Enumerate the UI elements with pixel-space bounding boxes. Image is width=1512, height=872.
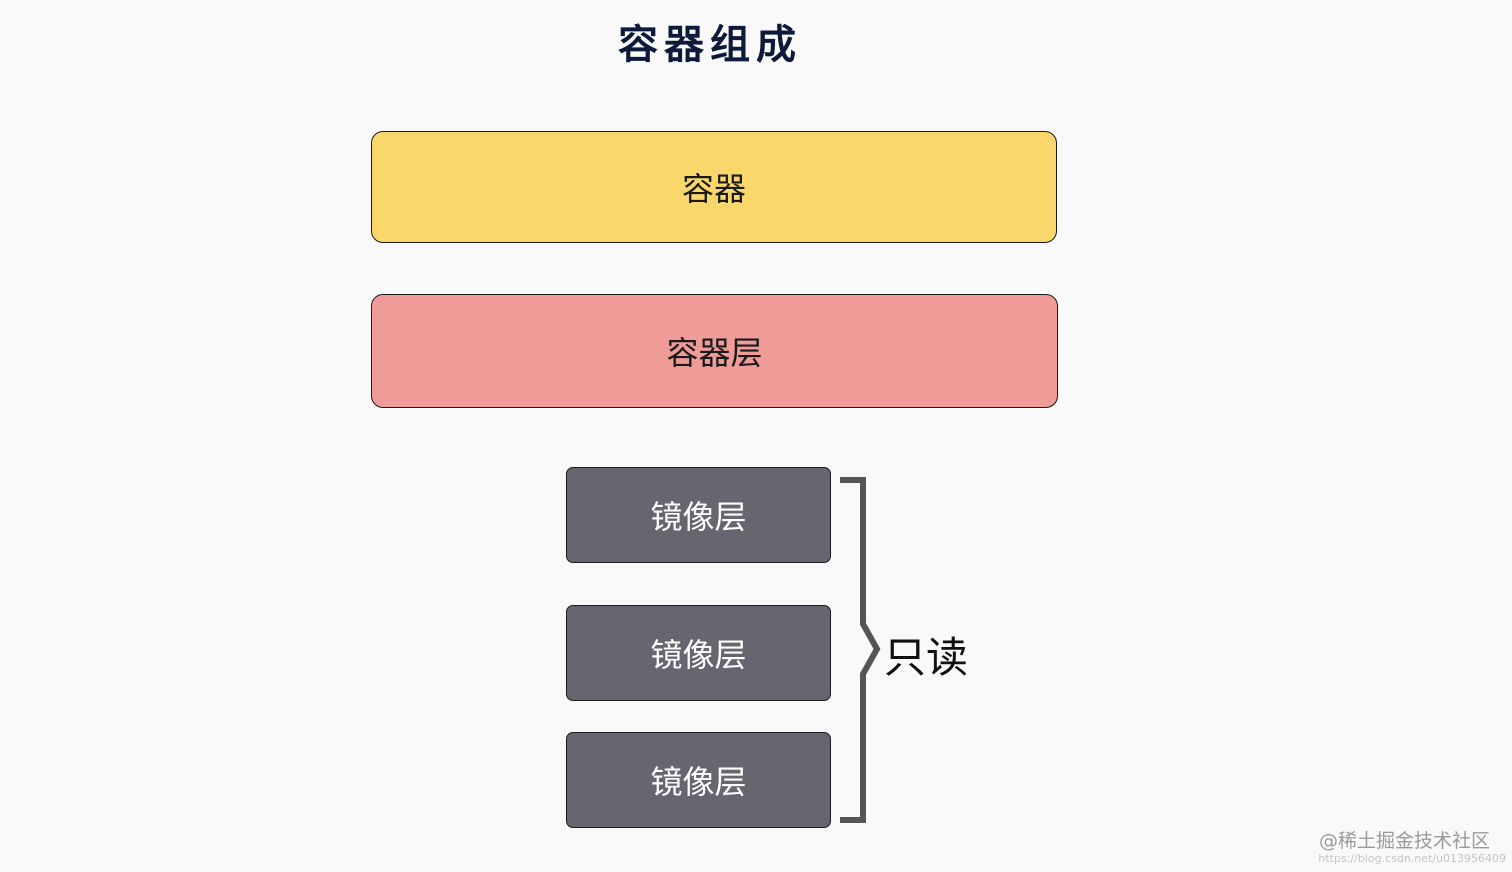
image-layer-label: 镜像层 [650,636,747,674]
container-layer-label: 容器层 [666,334,763,372]
container-layer-box: 容器层 [371,294,1058,408]
watermark: @稀土掘金技术社区 [1318,830,1490,852]
image-layer-box: 镜像层 [566,467,831,563]
image-layer-box: 镜像层 [566,605,831,701]
image-layer-label: 镜像层 [650,498,747,536]
read-only-brace [840,477,881,823]
image-layer-box: 镜像层 [566,732,831,828]
read-only-label: 只读 [884,633,969,682]
container-label: 容器 [681,170,746,208]
container-box: 容器 [371,131,1057,243]
diagram-title: 容器组成 [618,22,802,68]
watermark-url: https://blog.csdn.net/u013956409 [1318,852,1506,865]
image-layer-label: 镜像层 [650,763,747,801]
